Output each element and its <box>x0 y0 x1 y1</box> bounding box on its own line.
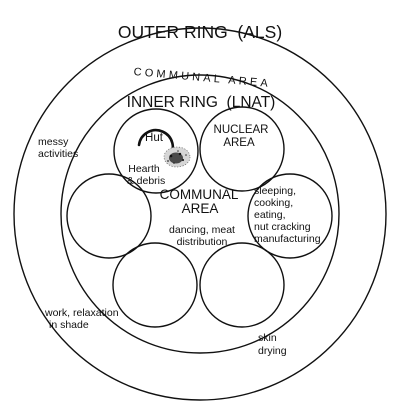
nuclear-activity-item: manufacturing <box>254 233 321 245</box>
skin-drying-label-line2: drying <box>258 345 287 357</box>
nuclear-activities-list: sleeping, cooking, eating, nut cracking … <box>254 185 321 245</box>
nuclear-activity-item: nut cracking <box>254 221 311 233</box>
messy-activities-label-line1: messy <box>38 136 69 148</box>
hearth-debris-icon <box>163 146 191 168</box>
inner-ring-label: INNER RING (LNAT) <box>127 94 276 111</box>
nuclear-area-circle-left <box>66 173 152 259</box>
nuclear-area-circle-bottom-left <box>112 242 198 328</box>
hut-nuclear-circle <box>113 108 199 194</box>
nuclear-area-label-line1: NUCLEAR <box>214 124 269 136</box>
nuclear-area-circle-right <box>247 173 333 259</box>
communal-ring-label: COMMUNAL AREA <box>133 66 271 90</box>
nuclear-activity-item: eating, <box>254 209 286 221</box>
nuclear-area-circle <box>199 106 285 192</box>
hut-label: Hut <box>145 132 164 144</box>
hearth-label-line2: & debris <box>127 175 166 187</box>
inner-ring <box>60 74 340 354</box>
outer-ring <box>13 27 387 401</box>
communal-activities-line1: dancing, meat <box>169 224 235 236</box>
work-relaxation-label-line1: work, relaxation <box>44 307 119 319</box>
work-relaxation-label-line2: in shade <box>49 319 89 331</box>
messy-activities-label-line2: activities <box>38 148 78 160</box>
nuclear-area-label-line2: AREA <box>223 137 255 149</box>
communal-activities-line2: distribution <box>177 236 228 248</box>
nuclear-area-circle-bottom-right <box>199 242 285 328</box>
communal-area-center-label-line2: AREA <box>182 201 219 216</box>
hearth-label-line1: Hearth <box>128 163 160 175</box>
nuclear-activity-item: sleeping, <box>254 185 296 197</box>
outer-ring-label: OUTER RING (ALS) <box>118 22 282 42</box>
communal-area-center-label-line1: COMMUNAL <box>160 187 239 202</box>
nuclear-activity-item: cooking, <box>254 197 293 209</box>
skin-drying-label-line1: skin <box>258 332 277 344</box>
